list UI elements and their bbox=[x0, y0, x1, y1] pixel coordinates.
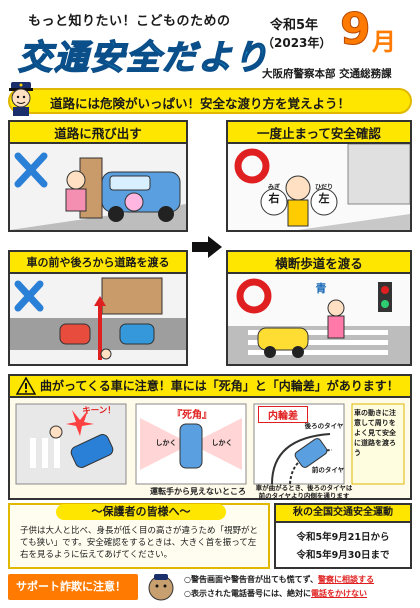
caption-right: 車が曲がるとき、後ろのタイヤは前のタイヤより内側を通ります bbox=[255, 484, 353, 500]
fraud-tag: サポート詐欺に注意！ bbox=[8, 574, 138, 600]
warning-illustration bbox=[15, 403, 405, 485]
run-out-illustration bbox=[10, 144, 186, 230]
guardians-notice: 〜保護者の皆様へ〜 子供は大人と比べ、身長が低く目の高さが違うため「視野がとても… bbox=[8, 503, 270, 569]
front-tire-label: 前のタイヤ bbox=[311, 466, 345, 474]
panel-stop-check: 一度止まって安全確認 みぎ 右 ひだり 左 bbox=[226, 120, 412, 232]
rear-tire-label: 後ろのタイヤ bbox=[304, 422, 344, 430]
kiin-label: キーン！ bbox=[82, 406, 116, 416]
fraud-line-1: ○警告画面や警告音が出ても慌てず、警察に相談する bbox=[184, 575, 375, 584]
campaign-notice: 秋の全国交通安全運動 令和5年9月21日から 令和5年9月30日まで bbox=[274, 503, 412, 569]
blind-spot-word-right: しかく bbox=[211, 439, 233, 447]
panel-run-out: 道路に飛び出す bbox=[8, 120, 188, 232]
header-subtitle: もっと知りたい！こどものための bbox=[28, 14, 231, 29]
header-year: （2023年） bbox=[262, 36, 332, 50]
header: もっと知りたい！こどものための 交通安全だより 令和5年 （2023年） 9 月… bbox=[0, 0, 420, 82]
mascot-icon bbox=[148, 574, 174, 601]
panel-run-out-title: 道路に飛び出す bbox=[10, 122, 186, 144]
blind-spot-word-left: しかく bbox=[155, 439, 177, 447]
ng-x-icon bbox=[14, 280, 44, 312]
ok-circle-icon bbox=[234, 148, 270, 184]
panel-behind-cars: 車の前や後ろから道路を渡る bbox=[8, 250, 188, 366]
header-issuer: 大阪府警察本部 交通総務課 bbox=[262, 68, 392, 80]
turning-car-warning: 曲がってくる車に注意！車には「死角」と「内輪差」があります！ キーン！ 『死角』… bbox=[8, 374, 412, 500]
left-caption: ひだり bbox=[314, 184, 333, 191]
fraud-warning: サポート詐欺に注意！ ○警告画面や警告音が出ても慌てず、警察に相談する ○表示さ… bbox=[8, 572, 412, 602]
fraud-line-2: ○表示された電話番号には、絶対に電話をかけない bbox=[184, 589, 367, 598]
banner-text: 道路には危険がいっぱい！安全な渡り方を覚えよう！ bbox=[50, 96, 351, 111]
page-title: 交通安全だより bbox=[17, 37, 270, 79]
blind-spot-label: 『死角』 bbox=[172, 410, 212, 421]
right-arrow-icon bbox=[192, 236, 222, 258]
header-month-suffix: 月 bbox=[372, 28, 396, 56]
panel-stop-check-title: 一度止まって安全確認 bbox=[228, 122, 410, 144]
guardians-text: 子供は大人と比べ、身長が低く目の高さが違うため「視野がとても狭い」です。安全確認… bbox=[20, 526, 259, 560]
safety-banner: 道路には危険がいっぱい！安全な渡り方を覚えよう！ bbox=[8, 88, 412, 114]
panel-behind-cars-title: 車の前や後ろから道路を渡る bbox=[10, 252, 186, 274]
right-caption: みぎ bbox=[267, 184, 280, 191]
campaign-start: 令和5年9月21日から bbox=[296, 532, 390, 543]
side-note: 車の動きに注意して周りをよく見て安全に道路を渡ろう bbox=[354, 409, 396, 457]
header-reiwa: 令和5年 bbox=[270, 18, 319, 33]
crosswalk-illustration bbox=[228, 274, 410, 364]
caption-left: 運転手から見えないところ bbox=[150, 487, 246, 496]
warning-triangle-icon bbox=[16, 377, 36, 395]
signal-label: 青 bbox=[315, 282, 327, 295]
header-month: 9 bbox=[340, 4, 372, 56]
behind-cars-illustration bbox=[10, 274, 186, 364]
police-officer-icon bbox=[9, 82, 33, 116]
ng-x-icon bbox=[14, 152, 48, 188]
panel-crosswalk: 横断歩道を渡る 青 bbox=[226, 250, 412, 366]
impact-icon bbox=[66, 410, 94, 436]
guardians-title: 〜保護者の皆様へ〜 bbox=[56, 504, 226, 520]
stop-check-illustration bbox=[228, 144, 410, 230]
left-label: 左 bbox=[318, 192, 330, 205]
panel-crosswalk-title: 横断歩道を渡る bbox=[228, 252, 410, 274]
campaign-end: 令和5年9月30日まで bbox=[296, 550, 390, 561]
campaign-title: 秋の全国交通安全運動 bbox=[276, 505, 410, 523]
inner-diff-label: 内輪差 bbox=[258, 406, 308, 423]
ok-circle-icon bbox=[236, 278, 272, 314]
warning-title: 曲がってくる車に注意！車には「死角」と「内輪差」があります！ bbox=[10, 376, 410, 398]
right-label: 右 bbox=[268, 192, 280, 205]
